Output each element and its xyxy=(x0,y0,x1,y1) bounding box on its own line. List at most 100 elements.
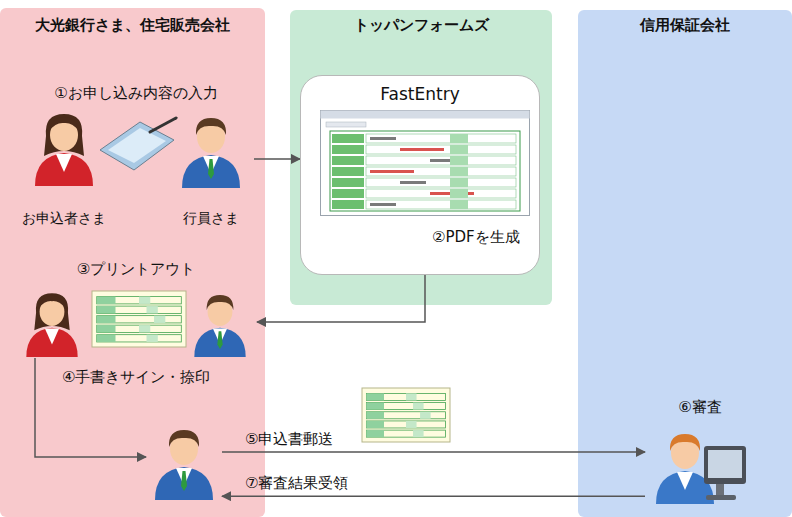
icon-part xyxy=(56,154,72,172)
icon-part xyxy=(92,291,186,347)
step-label: ④手書きサイン・捺印 xyxy=(62,368,210,387)
icon-part xyxy=(366,200,516,209)
icon-part xyxy=(677,472,693,490)
icon-part xyxy=(332,178,364,187)
applicant-figure xyxy=(29,106,99,186)
icon-part xyxy=(321,111,530,216)
icon-part xyxy=(332,145,364,154)
icon-part xyxy=(155,430,213,500)
screenshot xyxy=(320,110,530,216)
person-label: お申込者さま xyxy=(22,210,106,228)
icon-part xyxy=(706,495,736,500)
icon-part xyxy=(332,200,364,209)
person-icon: ⑥審査 xyxy=(645,398,755,506)
person-icon: ④手書きサイン・捺印 xyxy=(146,412,222,502)
icon-part xyxy=(406,393,417,400)
icon-part xyxy=(450,167,468,176)
icon-part xyxy=(97,297,116,304)
icon-part xyxy=(370,203,396,206)
icon-part xyxy=(26,328,77,357)
icon-part xyxy=(182,155,240,188)
icon-part xyxy=(366,393,384,400)
icon-part xyxy=(97,325,182,332)
icon-part xyxy=(362,388,450,442)
band-title: 信用保証会社 xyxy=(640,16,730,35)
step-label: ⑥審査 xyxy=(678,398,721,417)
edge-label: ②PDFを生成 xyxy=(432,228,520,247)
flow-arrow xyxy=(222,495,645,497)
applicant-figure xyxy=(21,286,83,357)
person-label: 行員さま xyxy=(183,210,239,228)
icon-part xyxy=(366,403,384,410)
icon-part xyxy=(450,200,468,209)
organisation-band: 信用保証会社 ⑥審査 xyxy=(578,10,792,517)
system-title: FastEntry xyxy=(380,84,459,105)
icon-part xyxy=(97,325,116,332)
icon-part xyxy=(366,421,445,428)
icon-part xyxy=(97,335,182,342)
band-title: 大光銀行さま、住宅販売会社 xyxy=(35,16,230,35)
band-title: トッパンフォームズ xyxy=(354,16,489,35)
icon-part xyxy=(400,181,426,184)
icon-part xyxy=(708,450,742,478)
icon-part xyxy=(35,153,93,186)
icon-part xyxy=(420,412,431,419)
icon-part xyxy=(321,111,530,119)
icon-part xyxy=(366,430,384,437)
icon-part xyxy=(370,137,396,140)
icon-part xyxy=(97,335,116,342)
organisation-band: トッパンフォームズ FastEntry xyxy=(290,10,552,305)
icon-part xyxy=(366,412,384,419)
icon-part xyxy=(332,189,364,198)
icon-part xyxy=(139,325,150,332)
icon-part xyxy=(450,189,468,198)
icon-part xyxy=(330,131,520,211)
icon-part xyxy=(366,430,445,437)
icon-part xyxy=(92,291,186,347)
printed-form xyxy=(91,290,187,348)
icon-part xyxy=(207,295,234,310)
icon-part xyxy=(97,316,116,323)
edge-label: ⑤申込書郵送 xyxy=(245,430,333,449)
icon-part xyxy=(169,430,199,447)
flow-arrow xyxy=(254,158,300,160)
icon-part xyxy=(413,430,424,437)
icon-part xyxy=(182,118,240,188)
icon-part xyxy=(26,293,77,357)
icon-part xyxy=(45,329,59,345)
icon-part xyxy=(97,306,116,313)
icon-part xyxy=(49,117,79,131)
icon-part xyxy=(194,328,245,357)
icon-part xyxy=(196,118,226,135)
reviewer-figure xyxy=(650,422,750,504)
icon-part xyxy=(366,156,516,165)
icon-part xyxy=(366,189,516,198)
icon-part xyxy=(44,114,84,156)
icon-part xyxy=(147,306,158,313)
icon-part xyxy=(139,297,150,304)
icon-part xyxy=(97,316,182,323)
icon-part xyxy=(366,393,445,400)
icon-part xyxy=(400,148,444,151)
icon-part xyxy=(406,421,417,428)
icon-part xyxy=(450,145,468,154)
mailed-form xyxy=(362,388,450,442)
flow-arrow xyxy=(222,451,645,453)
organisation-band: 大光銀行さま、住宅販売会社 ①お申し込み内容の入力お申込者さま 行員さま ③プリントア… xyxy=(0,8,265,517)
icon-part xyxy=(332,167,364,176)
icon-part xyxy=(366,167,516,176)
icon-part xyxy=(154,316,165,323)
icon-part xyxy=(208,159,214,179)
step-label: ③プリントアウト xyxy=(77,260,195,279)
icon-part xyxy=(366,145,516,154)
icon-part xyxy=(147,335,158,342)
staff-figure xyxy=(149,420,219,500)
icon-part xyxy=(366,421,384,428)
icon-part xyxy=(670,434,700,451)
icon-part xyxy=(332,156,364,165)
icon-part xyxy=(450,134,468,143)
icon-part xyxy=(194,295,245,357)
person-icon: 行員さま xyxy=(168,106,254,232)
step-label: ①お申し込み内容の入力 xyxy=(54,84,217,103)
